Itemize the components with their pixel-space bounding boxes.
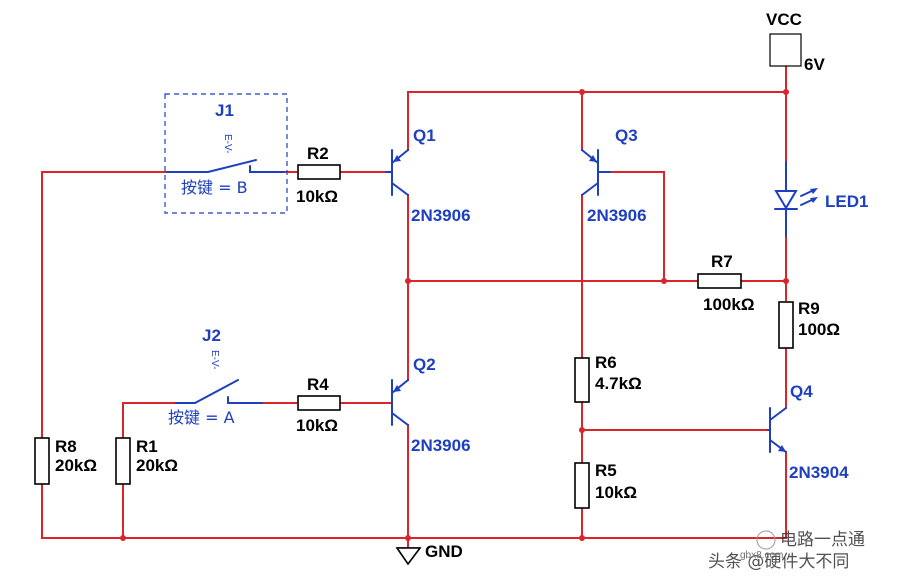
resistor-r6: R6 4.7kΩ — [574, 353, 642, 403]
switch-j1-frame — [164, 93, 288, 214]
gnd-label: GND — [425, 542, 463, 561]
resistor-r8: R8 20kΩ — [34, 437, 97, 485]
watermark: 电路一点通 头条 @硬件大不同 gbx8.com — [708, 530, 865, 572]
r1-value: 20kΩ — [136, 456, 178, 475]
switch-j2-key: 按键 = A — [168, 408, 235, 427]
r5-value: 10kΩ — [595, 483, 637, 502]
r8-value: 20kΩ — [55, 456, 97, 475]
r6-name: R6 — [595, 353, 617, 372]
switch-j2-tag: E-V- — [209, 350, 220, 369]
q3-part: 2N3906 — [587, 206, 647, 225]
switch-j1[interactable]: J1 E-V- 按键 = B — [164, 93, 288, 214]
vcc-supply: VCC 6V — [766, 10, 825, 74]
q2-name: Q2 — [413, 355, 436, 374]
r5-name: R5 — [595, 461, 617, 480]
r8-name: R8 — [55, 437, 77, 456]
ground-symbol: GND — [395, 542, 463, 566]
resistor-r9: R9 100Ω — [778, 299, 840, 349]
vcc-label: VCC — [766, 10, 802, 29]
r9-value: 100Ω — [798, 320, 840, 339]
resistor-r2: R2 10kΩ — [296, 144, 341, 206]
watermark-line2: 头条 @硬件大不同 — [708, 552, 849, 572]
led1-name: LED1 — [825, 192, 868, 211]
switch-j2[interactable]: J2 E-V- 按键 = A — [168, 326, 263, 427]
transistor-q4: Q4 2N3904 — [767, 382, 849, 482]
transistor-q1: Q1 2N3906 — [385, 126, 471, 225]
resistor-r1: R1 20kΩ — [115, 437, 178, 485]
q1-name: Q1 — [413, 126, 436, 145]
r9-name: R9 — [798, 299, 820, 318]
q3-name: Q3 — [615, 126, 638, 145]
r2-value: 10kΩ — [296, 187, 338, 206]
q4-part: 2N3904 — [789, 463, 849, 482]
led-1: LED1 — [774, 161, 868, 237]
r1-name: R1 — [136, 437, 158, 456]
transistor-q2: Q2 2N3906 — [391, 355, 471, 455]
q4-name: Q4 — [790, 382, 813, 401]
junctions — [120, 89, 789, 541]
switch-j2-name: J2 — [202, 326, 221, 345]
watermark-logo-icon — [756, 530, 776, 550]
q2-part: 2N3906 — [411, 436, 471, 455]
q1-part: 2N3906 — [411, 206, 471, 225]
switch-j1-tag: E-V- — [222, 134, 233, 153]
r7-name: R7 — [711, 252, 733, 271]
vcc-voltage: 6V — [804, 55, 825, 74]
resistor-r5: R5 10kΩ — [574, 461, 637, 509]
resistor-r7: R7 100kΩ — [697, 252, 754, 314]
r6-value: 4.7kΩ — [595, 374, 642, 393]
r4-name: R4 — [307, 375, 329, 394]
transistor-q3: Q3 2N3906 — [581, 126, 647, 225]
r2-name: R2 — [307, 144, 329, 163]
vcc-box — [769, 33, 802, 67]
switch-j1-key: 按键 = B — [181, 178, 248, 197]
resistor-r4: R4 10kΩ — [296, 375, 341, 435]
watermark-url: gbx8.com — [740, 550, 783, 561]
switch-j1-name: J1 — [215, 101, 234, 120]
watermark-line1: 电路一点通 — [780, 530, 865, 550]
wires — [41, 65, 787, 549]
r4-value: 10kΩ — [296, 416, 338, 435]
r7-value: 100kΩ — [703, 295, 754, 314]
